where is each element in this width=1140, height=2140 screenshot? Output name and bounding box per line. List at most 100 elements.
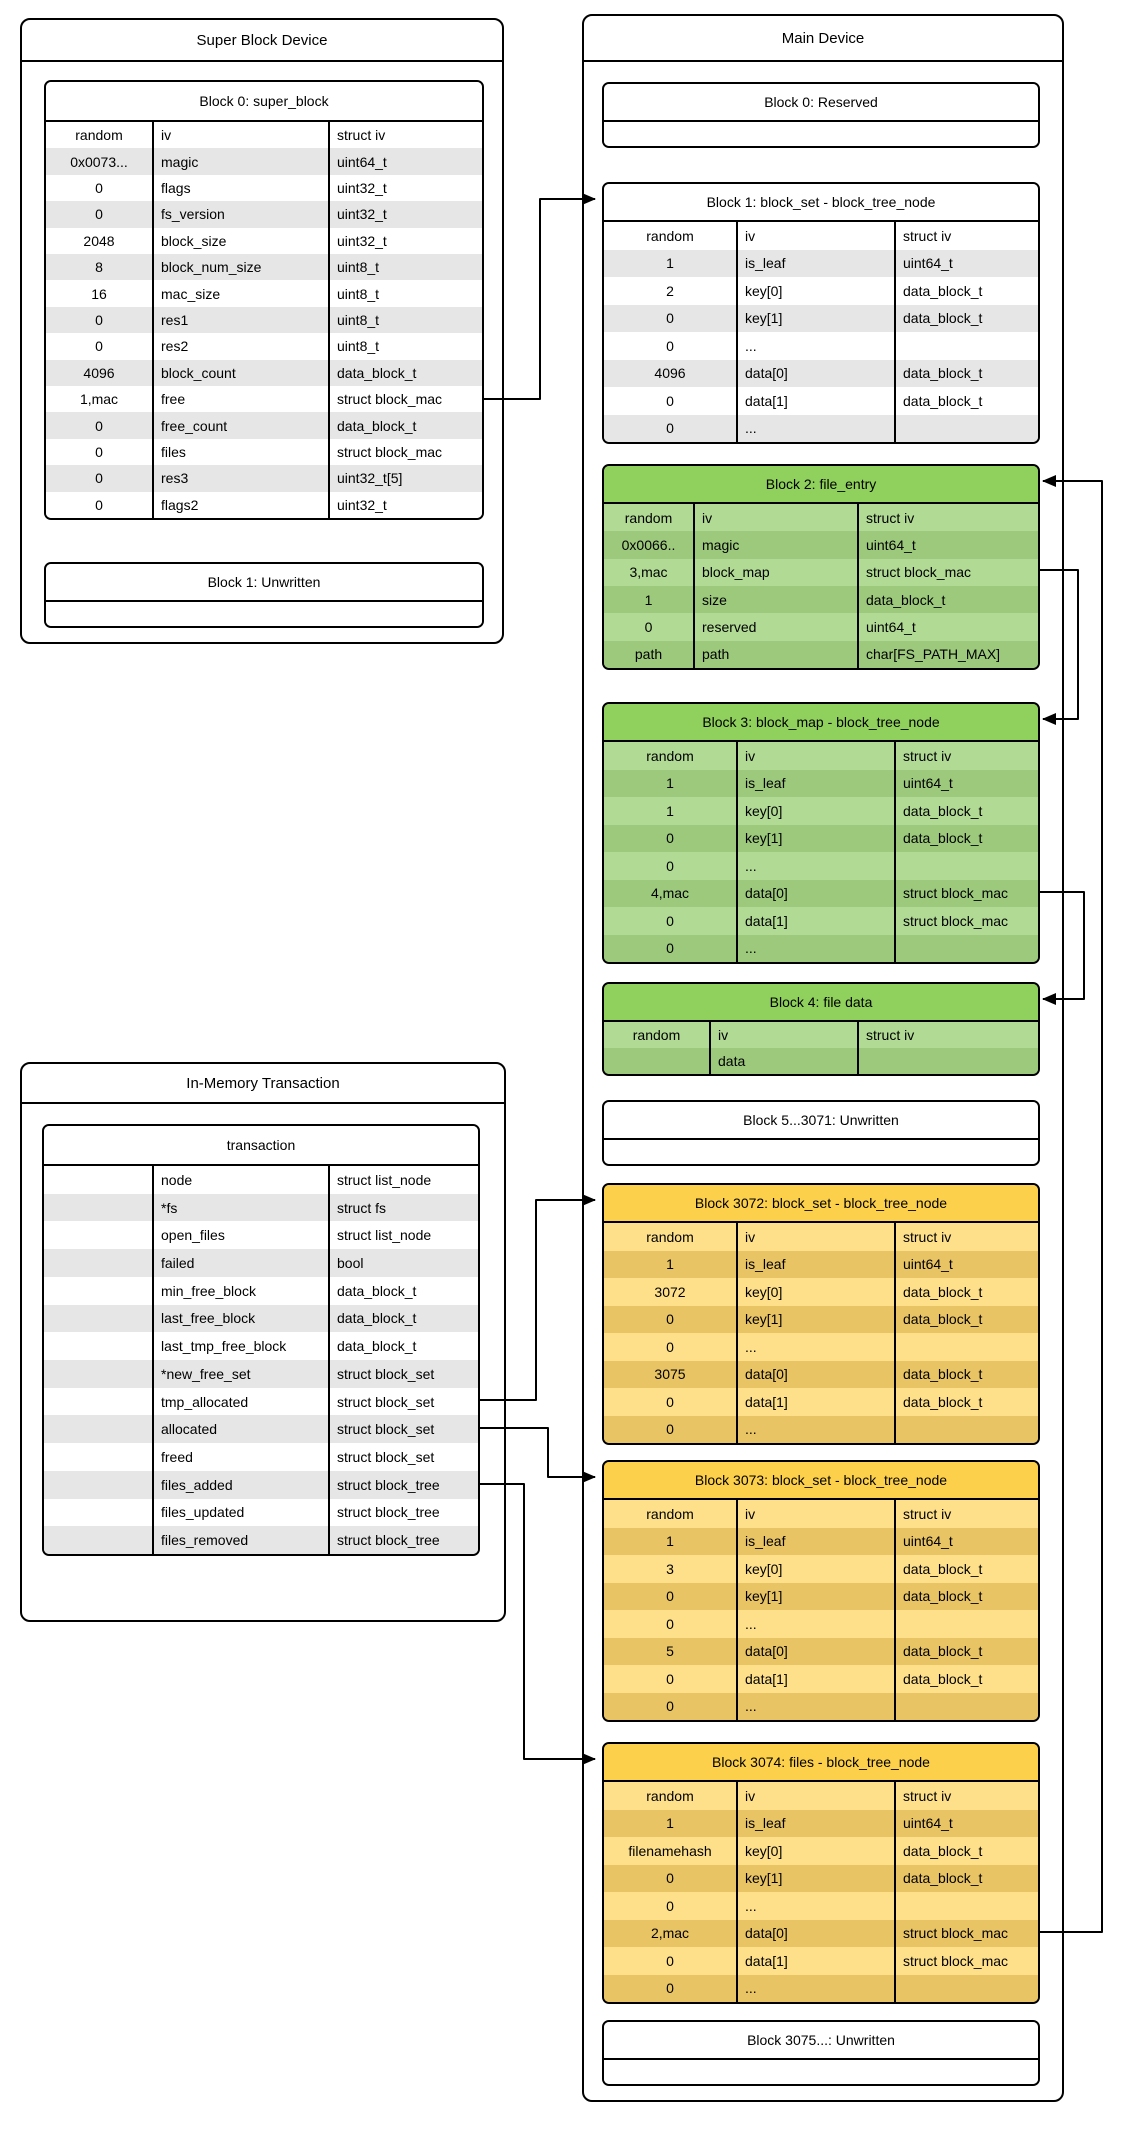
table-cell: data[1]: [736, 387, 894, 415]
table-cell: [44, 1360, 152, 1388]
table-cell: struct iv: [894, 1223, 1038, 1251]
table-cell: 0: [666, 310, 674, 327]
table-cell: data[1]: [736, 1947, 894, 1975]
table-cell: uint64_t: [328, 148, 482, 175]
table-cell: random: [646, 747, 694, 764]
table-cell: 4096: [83, 364, 115, 381]
table-cell: data_block_t: [857, 585, 1038, 614]
table-cell: 3: [666, 1560, 674, 1577]
table-cell: min_free_block: [152, 1276, 328, 1305]
table-cell: struct block_tree: [328, 1526, 478, 1554]
block-title: Block 1: Unwritten: [46, 564, 482, 602]
table-cell: last_tmp_free_block: [152, 1332, 328, 1361]
table-cell: random: [75, 127, 123, 144]
table-cell: random: [646, 1228, 694, 1245]
table-cell: [44, 1471, 152, 1499]
table-row: 0...: [604, 332, 1038, 360]
block-block-1-unwritten: Block 1: Unwritten: [44, 562, 484, 628]
table-cell: data_block_t: [894, 1837, 1038, 1865]
table-cell: 0x0066..: [621, 536, 676, 553]
table-cell: struct iv: [894, 222, 1038, 250]
table-row: data: [604, 1048, 1038, 1074]
table-cell: 0: [666, 337, 674, 354]
table-cell: 0: [666, 1338, 674, 1355]
table-cell: is_leaf: [736, 1809, 894, 1837]
table-cell: flags: [152, 174, 328, 202]
table-cell: struct block_mac: [894, 1919, 1038, 1947]
table-cell: [894, 1415, 1038, 1443]
table-cell: size: [693, 585, 857, 614]
table-cell: struct list_node: [328, 1221, 478, 1250]
table-cell: [894, 1974, 1038, 2002]
table-cell: data_block_t: [894, 824, 1038, 852]
table-cell: ...: [736, 852, 894, 880]
table-cell: flags2: [152, 491, 328, 518]
table-cell: files_added: [152, 1470, 328, 1499]
table-cell: ...: [736, 1892, 894, 1920]
table-cell: [44, 1305, 152, 1333]
block-block-0-reserved: Block 0: Reserved: [602, 82, 1040, 148]
table-cell: [44, 1499, 152, 1527]
main-device-title: Main Device: [584, 16, 1062, 62]
table-cell: [894, 332, 1038, 360]
table-cell: 16: [91, 285, 107, 302]
table-cell: uint64_t: [857, 531, 1038, 559]
table-cell: 0: [666, 1698, 674, 1715]
table-cell: data_block_t: [894, 1637, 1038, 1665]
table-cell: block_count: [152, 359, 328, 387]
table-cell: key[0]: [736, 797, 894, 825]
table-cell: data_block_t: [894, 387, 1038, 415]
table-cell: data[0]: [736, 1919, 894, 1947]
table-cell: struct block_set: [328, 1415, 478, 1444]
table-cell: data: [709, 1048, 857, 1074]
table-cell: 1: [666, 1815, 674, 1832]
table-cell: 0: [95, 470, 103, 487]
table-cell: files_removed: [152, 1526, 328, 1554]
table-cell: res3: [152, 465, 328, 492]
table-cell: 0: [666, 830, 674, 847]
table-cell: struct iv: [894, 742, 1038, 770]
table-cell: open_files: [152, 1221, 328, 1250]
table-cell: 0: [666, 857, 674, 874]
table-cell: data_block_t: [894, 1665, 1038, 1693]
table-cell: uint8_t: [328, 333, 482, 360]
table-cell: [604, 1048, 709, 1074]
block-title: Block 3: block_map - block_tree_node: [604, 704, 1038, 742]
table-cell: uint64_t: [894, 769, 1038, 797]
table-cell: 0: [95, 312, 103, 329]
table-cell: 0: [666, 420, 674, 437]
table-cell: data_block_t: [894, 1278, 1038, 1306]
table-cell: failed: [152, 1249, 328, 1277]
table-cell: 4096: [654, 365, 686, 382]
